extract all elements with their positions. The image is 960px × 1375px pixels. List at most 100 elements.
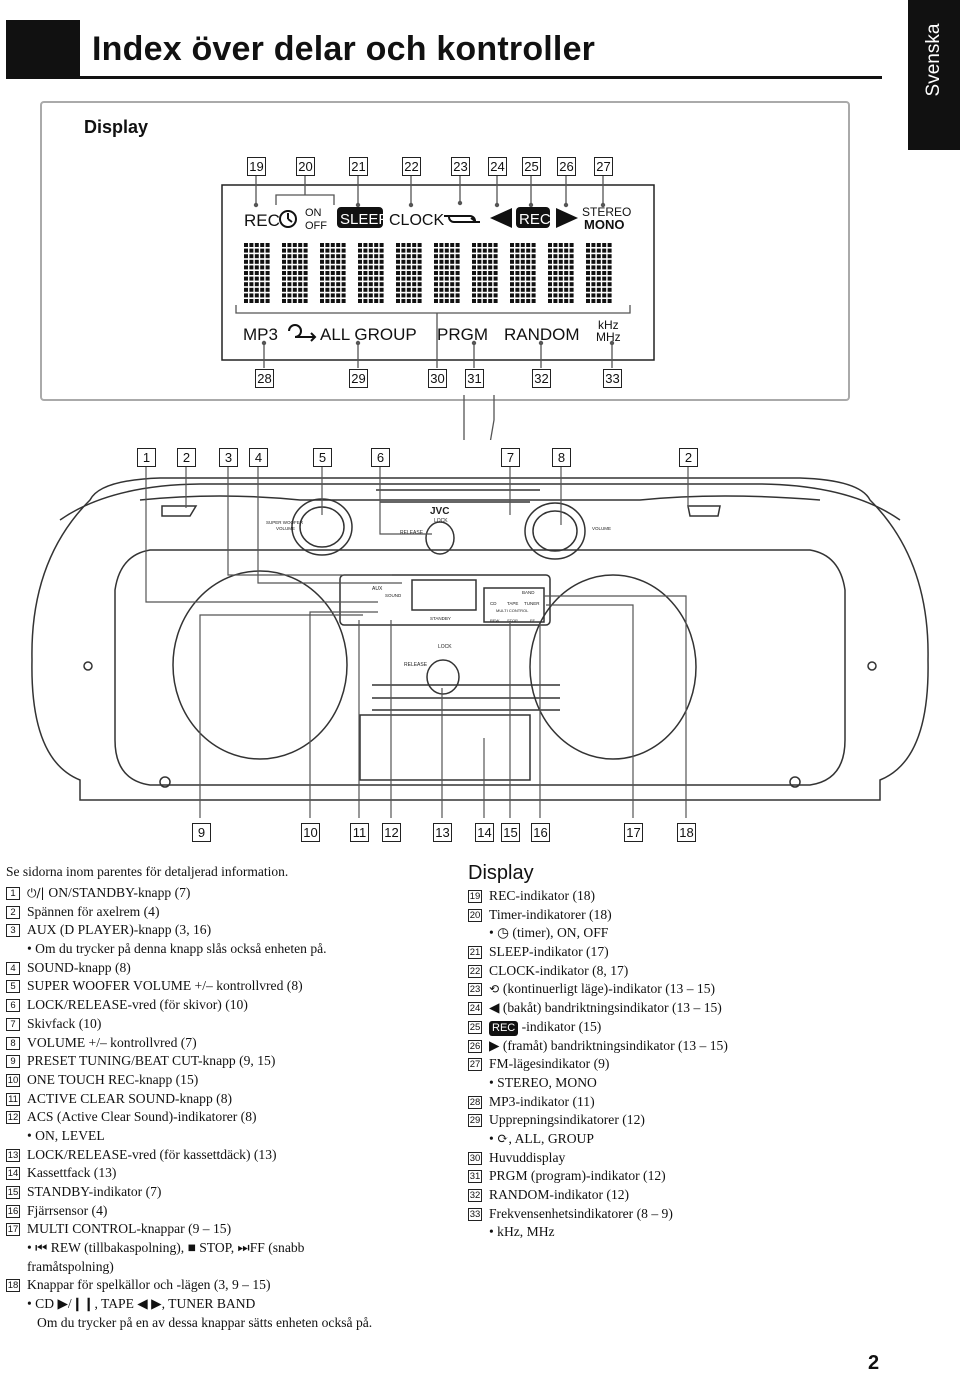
matrix-dot (379, 265, 384, 270)
item-text: SOUND-knapp (8) (27, 959, 131, 975)
matrix-dot (520, 248, 525, 253)
matrix-dot (531, 271, 536, 275)
display-figure-frame (40, 101, 850, 401)
item-text: ⏻/| ON/STANDBY-knapp (7) (27, 885, 191, 900)
matrix-dot (287, 276, 292, 281)
item-number-box: 26 (468, 1039, 482, 1053)
matrix-dot (553, 259, 558, 264)
main-dot-matrix (244, 243, 612, 303)
matrix-dot (488, 243, 493, 247)
unit-callout-top-0: 1 (137, 448, 156, 467)
lcd-prgm-text: PRGM (437, 325, 488, 344)
matrix-dot (265, 299, 270, 303)
matrix-dot (298, 287, 303, 292)
matrix-dot (287, 265, 292, 270)
matrix-dot (564, 271, 569, 275)
display-callout-bottom-1: 29 (349, 369, 368, 388)
matrix-dot (320, 293, 324, 298)
matrix-dot (363, 243, 368, 247)
matrix-dot (287, 248, 292, 253)
matrix-dot (564, 265, 569, 270)
item-bullet: • Om du trycker på denna knapp slås ocks… (27, 941, 327, 957)
lcd-random-text: RANDOM (504, 325, 580, 344)
matrix-dot (450, 271, 455, 275)
matrix-dot (596, 282, 601, 287)
matrix-dot (477, 276, 482, 281)
matrix-dot (569, 271, 574, 275)
matrix-dot (455, 282, 460, 287)
matrix-dot (298, 282, 303, 287)
item-text: Spännen för axelrem (4) (27, 903, 160, 919)
matrix-dot (607, 276, 612, 281)
matrix-dot (450, 276, 455, 281)
matrix-dot (450, 254, 455, 259)
matrix-dot (488, 254, 493, 259)
unit-callout-top-6: 7 (501, 448, 520, 467)
display-callout-top-2: 21 (349, 157, 368, 176)
matrix-dot (455, 254, 460, 259)
item-number-box: 19 (468, 890, 482, 903)
matrix-dot (341, 271, 346, 275)
display-callout-top-7: 26 (557, 157, 576, 176)
matrix-dot (586, 248, 590, 253)
matrix-dot (330, 254, 335, 259)
matrix-dot (401, 287, 406, 292)
matrix-dot (244, 282, 248, 287)
matrix-dot (244, 265, 248, 270)
matrix-dot (558, 299, 563, 303)
matrix-dot (396, 293, 400, 298)
matrix-dot (450, 282, 455, 287)
matrix-dot (510, 259, 514, 264)
matrix-dot (368, 282, 373, 287)
matrix-dot (477, 248, 482, 253)
matrix-dot (412, 293, 417, 298)
matrix-dot (260, 299, 265, 303)
matrix-dot (249, 265, 254, 270)
matrix-dot (287, 271, 292, 275)
matrix-dot (406, 293, 411, 298)
matrix-dot (325, 254, 330, 259)
matrix-dot (472, 265, 476, 270)
matrix-dot (412, 259, 417, 264)
matrix-dot (244, 271, 248, 275)
matrix-dot (569, 276, 574, 281)
matrix-dot (526, 259, 531, 264)
matrix-dot (417, 248, 422, 253)
matrix-dot (292, 276, 297, 281)
lock-label: LOCK (434, 518, 448, 524)
matrix-dot (244, 299, 248, 303)
matrix-dot (526, 282, 531, 287)
matrix-dot (439, 248, 444, 253)
matrix-dot (444, 259, 449, 264)
matrix-dot (607, 265, 612, 270)
item-text: ACTIVE CLEAR SOUND-knapp (8) (27, 1090, 233, 1106)
matrix-dot (265, 265, 270, 270)
matrix-dot (260, 254, 265, 259)
matrix-dot (596, 299, 601, 303)
matrix-dot (336, 276, 341, 281)
matrix-dot (363, 265, 368, 270)
matrix-dot (591, 293, 596, 298)
matrix-dot (515, 271, 520, 275)
matrix-dot (320, 265, 324, 270)
matrix-dot (320, 243, 324, 247)
item-text: AUX (D PLAYER)-knapp (3, 16) (27, 922, 212, 938)
lcd-mhz-text: MHz (596, 330, 621, 344)
matrix-dot (526, 276, 531, 281)
matrix-dot (244, 254, 248, 259)
matrix-dot (336, 282, 341, 287)
matrix-dot (298, 254, 303, 259)
matrix-dot (607, 282, 612, 287)
matrix-dot (320, 282, 324, 287)
matrix-dot (569, 287, 574, 292)
item-number-box: 6 (6, 999, 20, 1013)
unit-callout-bottom-3: 12 (382, 823, 401, 842)
